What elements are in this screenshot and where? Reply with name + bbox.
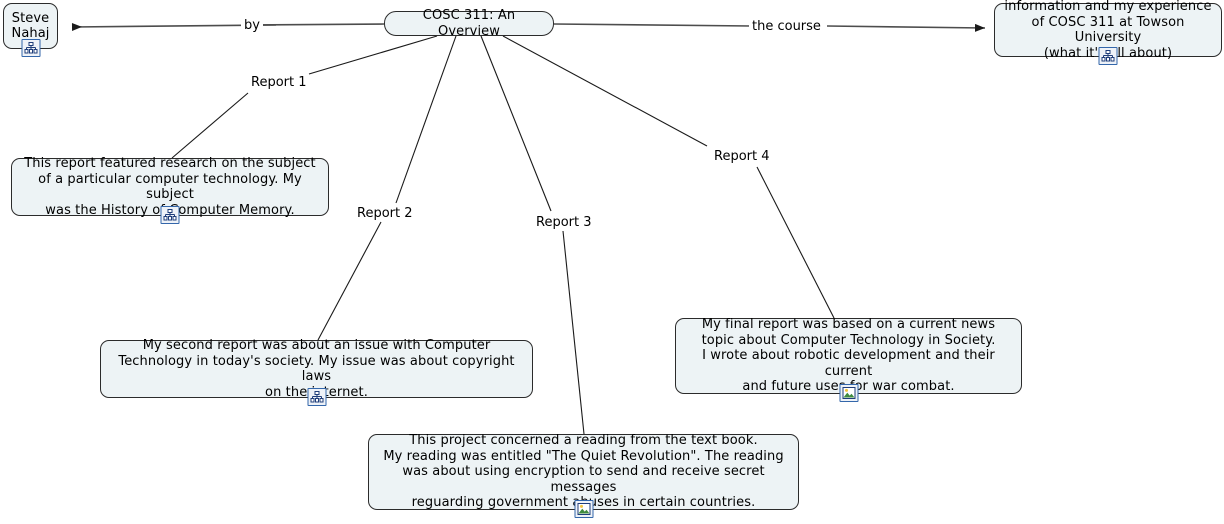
node-report-4[interactable]: My final report was based on a current n…: [675, 317, 1022, 402]
node-about-course[interactable]: information and my experience of COSC 31…: [994, 0, 1222, 65]
edge-by: [71, 23, 385, 31]
picture-icon[interactable]: [839, 384, 858, 402]
node-report-1[interactable]: This report featured research on the sub…: [11, 156, 329, 224]
node-report-2-label: My second report was about an issue with…: [118, 338, 515, 400]
node-about-course-label: information and my experience of COSC 31…: [1004, 0, 1212, 61]
node-author[interactable]: Steve Nahaj: [3, 3, 58, 57]
node-author-label: Steve Nahaj: [11, 10, 50, 42]
concept-map-icon[interactable]: [21, 39, 40, 57]
node-report-3[interactable]: This project concerned a reading from th…: [368, 433, 799, 518]
edge-report-4: [502, 35, 835, 319]
node-center-topic-label: COSC 311: An Overview: [422, 8, 516, 39]
picture-icon[interactable]: [574, 500, 593, 518]
edge-label-report-4: Report 4: [711, 149, 773, 164]
edge-report-2: [317, 35, 457, 341]
node-center-topic[interactable]: COSC 311: An Overview: [384, 8, 554, 39]
concept-map-icon[interactable]: [1098, 47, 1118, 65]
node-report-1-label: This report featured research on the sub…: [24, 156, 316, 218]
edge-label-the-course: the course: [749, 19, 824, 34]
concept-map-icon[interactable]: [160, 206, 180, 224]
edge-label-report-3: Report 3: [533, 215, 595, 230]
node-report-4-label: My final report was based on a current n…: [701, 317, 996, 395]
concept-map-icon[interactable]: [307, 388, 326, 406]
node-report-3-label: This project concerned a reading from th…: [383, 433, 784, 511]
edge-label-by: by: [241, 18, 263, 33]
edge-label-report-2: Report 2: [354, 206, 416, 221]
edge-report-1: [171, 35, 438, 159]
node-report-2[interactable]: My second report was about an issue with…: [100, 338, 533, 406]
edge-label-report-1: Report 1: [248, 75, 310, 90]
